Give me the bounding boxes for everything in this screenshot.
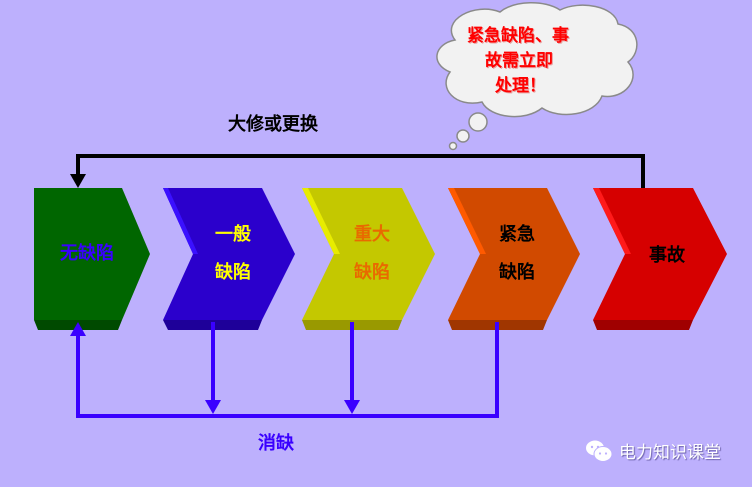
wechat-icon <box>586 440 613 462</box>
stage-line: 无缺陷 <box>60 243 114 264</box>
stage-line: 缺陷 <box>354 262 390 283</box>
stage-line: 事故 <box>649 245 685 266</box>
watermark: 电力知识课堂 <box>585 438 721 463</box>
watermark-text: 电力知识课堂 <box>619 443 721 463</box>
stage-line: 缺陷 <box>215 262 251 283</box>
eliminate-label: 消缺 <box>258 433 294 454</box>
stage-accident-shape <box>593 188 727 330</box>
stage-line: 紧急 <box>499 224 535 245</box>
stage-no-defect-label: 无缺陷 <box>40 235 134 273</box>
stage-line: 缺陷 <box>499 262 535 283</box>
stage-major-defect-shape <box>302 188 435 330</box>
thought-cloud <box>436 2 638 151</box>
stage-line: 重大 <box>354 224 390 245</box>
eliminate-loop-arrow <box>76 322 499 418</box>
cloud-line: 处理！ <box>495 76 546 96</box>
stage-line: 一般 <box>215 224 251 245</box>
overhaul-label: 大修或更换 <box>228 114 318 135</box>
arrow-down-head <box>344 400 360 414</box>
arrow-down-head <box>205 400 221 414</box>
cloud-message: 紧急缺陷、事 故需立即 处理！ <box>455 24 605 99</box>
stage-urgent-defect-label: 紧急 缺陷 <box>474 216 560 292</box>
overhaul-loop-arrow <box>70 154 645 188</box>
stage-general-defect-label: 一般 缺陷 <box>190 216 276 292</box>
cloud-line: 故需立即 <box>485 51 553 71</box>
arrow-up-head <box>70 322 86 336</box>
stage-accident-label: 事故 <box>624 237 710 275</box>
cloud-line: 紧急缺陷、事 <box>467 26 569 46</box>
stage-major-defect-label: 重大 缺陷 <box>329 216 415 292</box>
